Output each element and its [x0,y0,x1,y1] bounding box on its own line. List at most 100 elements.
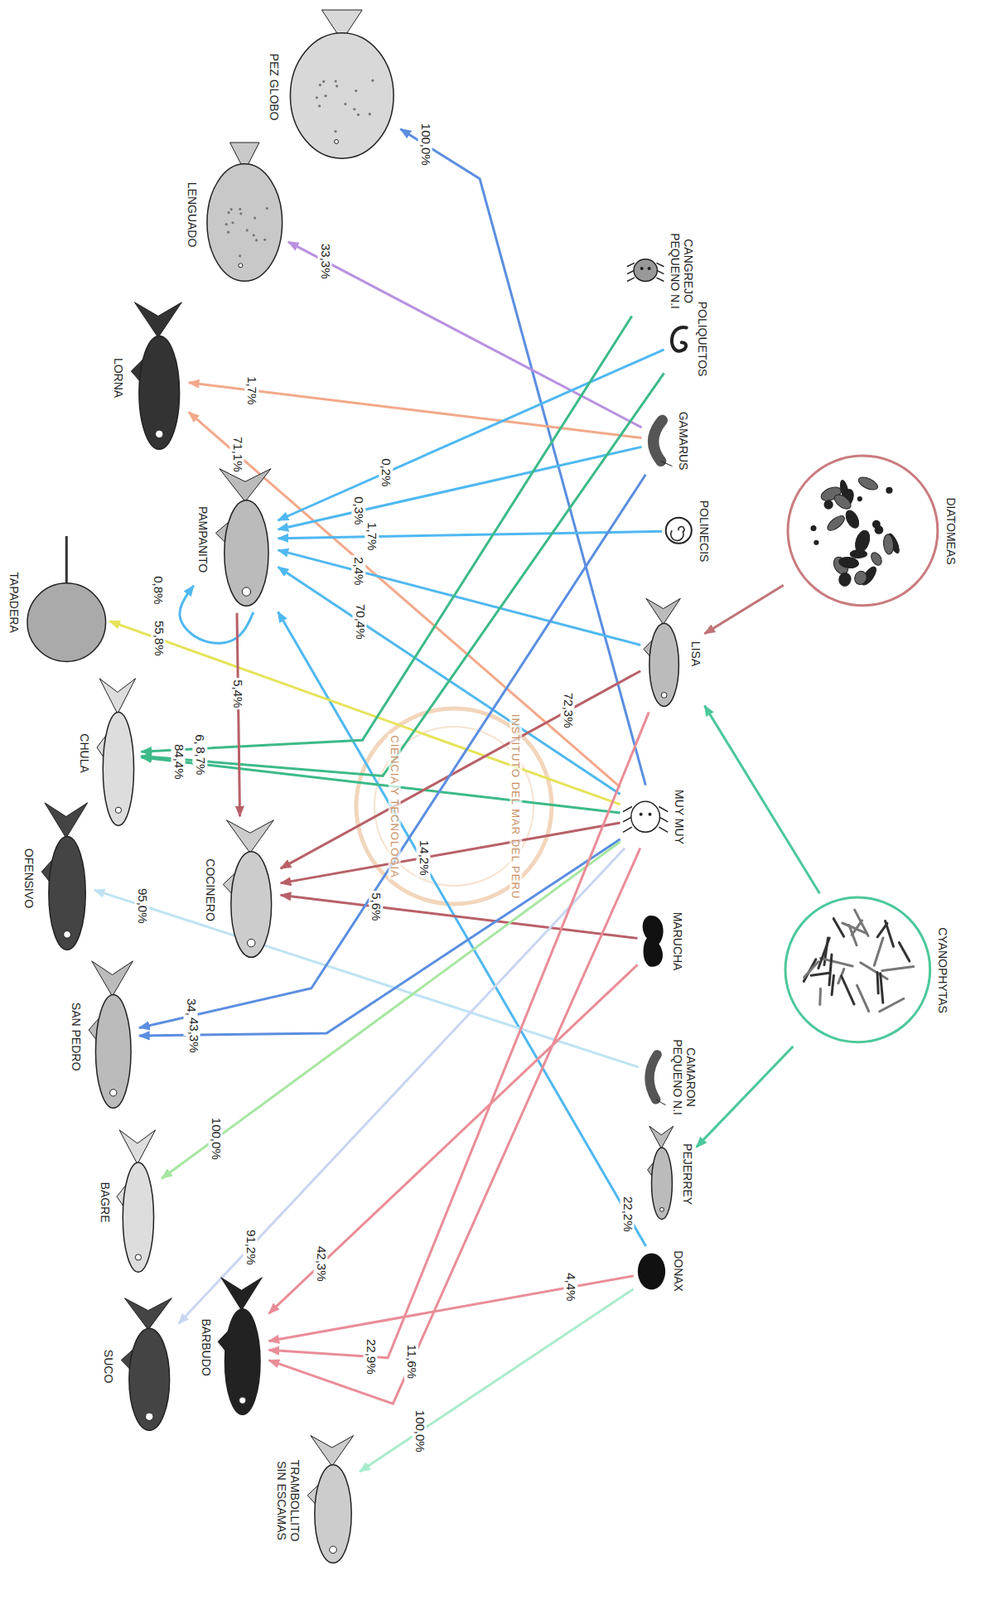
icon-part [639,266,643,271]
feeding-arrow [139,474,646,1029]
organism-icon [222,818,279,961]
organism-icon [647,1125,676,1222]
icon-part [656,1099,667,1106]
icon-part [219,468,271,503]
organism-node: CAMARON PEQUENO N.I [641,1035,698,1118]
percentage-label: 2,4% [352,555,367,587]
icon-part [120,1129,156,1164]
icon-part [820,958,853,966]
organism-node: POLIQUETOS [666,299,710,379]
feeding-arrow [179,585,254,643]
organism-label: CHULA [77,732,92,775]
organism-icon [214,467,276,610]
icon-part [627,277,635,281]
icon-part [95,994,131,1109]
icon-part [334,80,338,83]
icon-part [99,678,136,715]
feeding-arrow [236,613,241,817]
icon-part [238,263,243,268]
icon-part [230,208,233,212]
percentage-label: 1,7% [245,374,260,406]
percentage-label: 42,3% [313,1244,329,1284]
organism-icon [640,912,667,970]
organism-icon [285,9,399,164]
icon-part [661,691,667,698]
icon-part [135,302,183,338]
icon-part [207,164,283,281]
feeding-arrow [188,411,621,787]
organism-icon [627,251,664,289]
organism-label: LENGUADO [185,179,199,249]
icon-part [843,508,862,531]
organism-label: BARBUDO [199,1317,213,1378]
icon-part [649,622,679,706]
organism-icon [25,535,108,669]
icon-part [656,277,664,281]
icon-part [44,802,88,839]
icon-part [872,520,881,529]
percentage-label: 100,0% [413,1408,428,1454]
watermark-text: INSTITUTO DEL MAR DEL PERU [509,711,522,900]
icon-part [239,207,242,211]
organism-node: LENGUADO [185,142,286,285]
icon-part [818,989,822,1005]
organism-node: COCINERO [203,818,279,961]
icon-part [333,140,338,145]
organism-icon [217,1275,266,1419]
icon-part [323,94,327,97]
icon-part [885,487,893,494]
organism-label: DONAX [671,1248,685,1294]
icon-part [357,113,360,116]
icon-part [869,550,884,568]
icon-part [825,513,847,534]
icon-part [852,528,872,555]
feeding-arrow [269,711,650,1357]
food-source-circle: CYANOPHYTAS [783,895,951,1044]
percentage-label: 0,2% [379,456,394,488]
feeding-arrow [269,1275,634,1342]
icon-part [313,1464,351,1564]
icon-part [882,534,894,556]
icon-part [231,222,235,225]
icon-part [253,217,256,220]
organism-node: MUY MUY [622,787,686,846]
organism-icon [120,1296,177,1435]
percentage-label: 0,8% [151,574,166,606]
feeding-arrow [139,839,621,1036]
icon-part [322,80,325,83]
icon-part [649,1054,657,1100]
food-source-circle: DIATOMEAS [786,453,958,608]
icon-part [833,918,844,937]
icon-part [239,1396,247,1404]
feeding-arrow [178,848,626,1324]
organism-icon [130,300,187,454]
organism-node: TAPADERA [7,535,108,669]
icon-part [144,1412,153,1420]
organism-icon [87,959,137,1113]
icon-part [856,474,880,493]
icon-part [352,108,356,112]
icon-part [318,83,322,87]
icon-part [246,938,255,947]
icon-part [310,1435,354,1467]
icon-part [135,1254,142,1261]
icon-part [658,826,668,832]
feeding-arrow [280,671,641,869]
icon-part [632,259,657,282]
icon-part [102,711,134,826]
icon-part [873,937,884,966]
icon-part [27,583,107,662]
organism-label: BAGRE [97,1180,112,1225]
percentage-label: 70,4% [352,602,367,642]
organism-node: PAMPANITO [196,467,276,610]
organism-label: CANGREJO PEQUENO N.I [668,227,696,314]
organism-label: POLIQUETOS [695,299,710,379]
icon-part [671,327,687,352]
percentage-label: 14,2% [416,838,431,878]
percentage-label: 55,8% [151,618,166,658]
organism-icon [783,895,932,1044]
icon-part [124,1298,172,1330]
percentage-label: 8,7% [193,744,208,777]
icon-part [255,239,258,242]
